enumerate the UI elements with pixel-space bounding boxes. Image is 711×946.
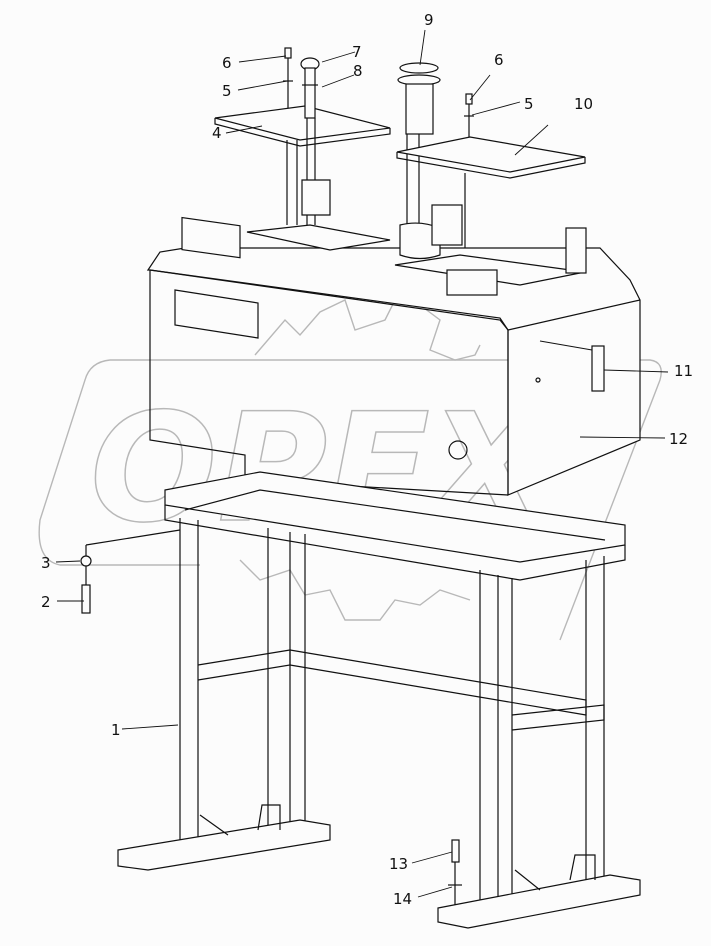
callout-3: 3 — [41, 554, 51, 572]
knob-7-8 — [300, 57, 320, 119]
callout-2: 2 — [41, 593, 51, 611]
callout-4: 4 — [212, 124, 222, 142]
callout-10: 10 — [574, 95, 593, 113]
watermark-gear-icon — [239, 299, 481, 621]
bolt-2-nut-3 — [80, 529, 181, 614]
callout-1: 1 — [111, 721, 121, 739]
callout-6-right: 6 — [494, 51, 504, 69]
callout-11: 11 — [674, 362, 693, 380]
watermark-frame — [38, 359, 662, 641]
left-top-plate — [214, 105, 391, 225]
support-frame — [117, 471, 641, 929]
callout-5-right: 5 — [524, 95, 534, 113]
tank-body — [146, 204, 641, 496]
right-top-plate — [396, 93, 586, 250]
callout-7: 7 — [352, 43, 362, 61]
callout-14: 14 — [393, 890, 412, 908]
callout-13: 13 — [389, 855, 408, 873]
callout-12: 12 — [669, 430, 688, 448]
callout-9: 9 — [424, 11, 434, 29]
callout-5-left: 5 — [222, 82, 232, 100]
callout-6-left: 6 — [222, 54, 232, 72]
leader-lines — [55, 29, 669, 898]
bolt-6-left — [283, 47, 293, 108]
bolt-13-washer-14 — [448, 839, 462, 905]
callouts: 1 2 3 4 5 5 6 6 7 8 9 10 11 12 13 14 — [41, 11, 693, 908]
callout-8: 8 — [353, 62, 363, 80]
